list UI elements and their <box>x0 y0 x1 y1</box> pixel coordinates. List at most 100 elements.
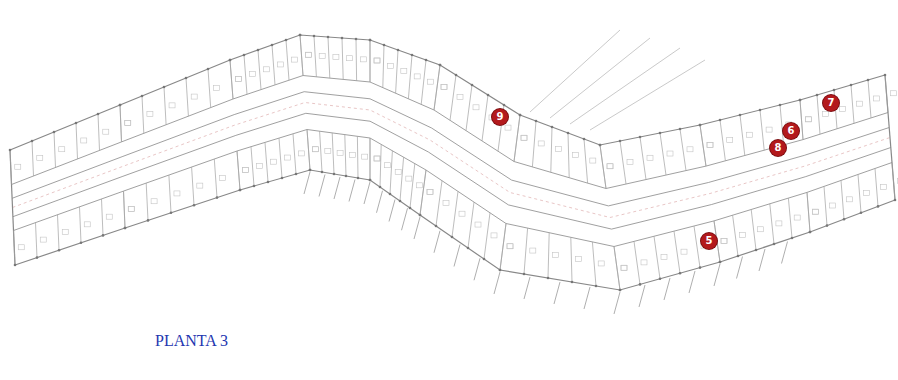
fixture <box>151 199 157 204</box>
column <box>97 113 100 116</box>
callout-marker: 6 <box>783 123 799 139</box>
partition <box>600 145 606 189</box>
column <box>699 124 702 127</box>
fixture <box>598 261 604 266</box>
partition <box>345 135 346 176</box>
fixture <box>507 244 513 249</box>
partition <box>800 100 803 140</box>
partition <box>286 40 289 80</box>
fixture <box>507 244 513 249</box>
column <box>519 114 522 117</box>
fixture <box>236 77 242 82</box>
column <box>809 231 812 234</box>
shading-fin <box>474 258 480 280</box>
fixture <box>125 120 131 125</box>
partition <box>807 192 810 232</box>
partition <box>251 147 254 186</box>
partition <box>568 133 569 178</box>
fixture <box>857 101 863 106</box>
column <box>567 132 570 135</box>
shading-fin <box>737 257 743 279</box>
fixture <box>174 191 180 196</box>
shading-fin <box>364 182 370 204</box>
column <box>341 37 344 40</box>
partition <box>169 175 171 213</box>
partition <box>307 130 310 171</box>
partition <box>720 120 725 161</box>
partition <box>164 87 166 125</box>
column <box>345 175 348 178</box>
column <box>535 120 538 123</box>
fixture <box>103 129 109 134</box>
partition <box>186 78 188 116</box>
partition <box>548 233 549 278</box>
partition <box>272 45 275 85</box>
ramp-line <box>590 60 705 130</box>
column <box>295 173 298 176</box>
fixture <box>313 147 319 152</box>
fixture <box>621 265 627 270</box>
column <box>877 205 880 208</box>
fixture <box>443 200 449 205</box>
column <box>503 104 506 107</box>
partition <box>674 231 680 273</box>
callout-number: 9 <box>497 112 504 122</box>
partition <box>390 151 392 194</box>
fixture <box>806 117 812 122</box>
partition <box>807 192 810 232</box>
fixture <box>128 207 134 212</box>
column <box>483 258 486 261</box>
partition <box>760 110 764 150</box>
partition <box>514 115 520 162</box>
partition <box>214 159 217 198</box>
fixture <box>661 255 667 260</box>
partition <box>733 215 738 256</box>
column <box>699 124 702 127</box>
column <box>850 84 853 87</box>
partition <box>858 174 861 212</box>
column <box>599 144 602 147</box>
shading-fin <box>759 249 765 271</box>
column <box>739 114 742 117</box>
partition <box>680 129 686 171</box>
column <box>619 289 622 292</box>
fixture <box>236 77 242 82</box>
column <box>285 39 288 42</box>
column <box>369 39 372 42</box>
column <box>547 277 550 280</box>
fixture <box>374 58 380 63</box>
shading-fin <box>319 175 325 197</box>
partition <box>102 199 104 235</box>
shading-fin <box>524 277 530 299</box>
fixture <box>441 85 447 90</box>
column <box>80 242 83 245</box>
column <box>327 36 330 39</box>
partition <box>237 151 240 190</box>
column <box>809 231 812 234</box>
fixture <box>360 57 366 62</box>
column <box>599 144 602 147</box>
callout-marker: 9 <box>492 109 508 125</box>
column <box>193 204 196 207</box>
partition <box>788 198 792 238</box>
fixture <box>607 164 613 169</box>
partition <box>408 55 412 99</box>
shading-fin <box>494 272 500 294</box>
partition <box>410 164 415 208</box>
shading-fin <box>584 287 590 309</box>
partition <box>600 145 606 189</box>
column <box>379 186 382 189</box>
column <box>737 255 740 258</box>
partition <box>420 170 426 215</box>
column <box>499 269 502 272</box>
partition <box>514 115 520 162</box>
column <box>679 272 682 275</box>
shading-fin <box>349 180 355 202</box>
partition <box>307 130 310 171</box>
fixture <box>347 56 353 61</box>
shading-fin <box>454 245 460 267</box>
fixture <box>243 168 249 173</box>
partition <box>332 133 334 174</box>
fixture <box>505 125 511 130</box>
